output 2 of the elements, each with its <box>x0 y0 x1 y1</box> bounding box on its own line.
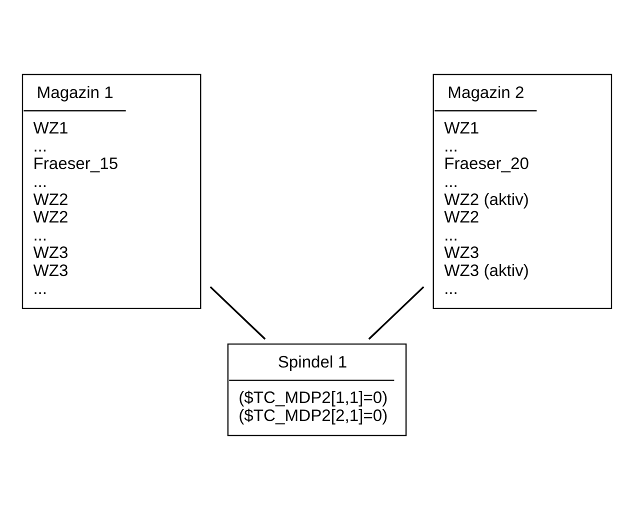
connector <box>368 286 424 340</box>
connector <box>210 286 266 340</box>
